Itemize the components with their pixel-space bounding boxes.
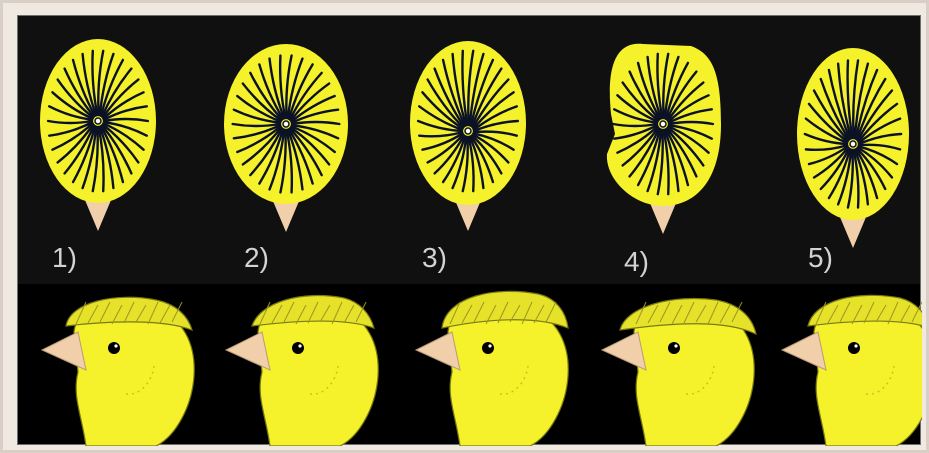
eye-highlight: [298, 344, 301, 347]
crest-top-view-3: [410, 41, 526, 231]
eye-icon: [108, 342, 120, 354]
head-shape: [258, 304, 378, 446]
label-5: 5): [808, 244, 833, 272]
eye-icon: [848, 342, 860, 354]
crest-top-view-5: [797, 48, 909, 248]
eye-icon: [482, 342, 494, 354]
crown-center: [283, 121, 289, 127]
label-4: 4): [624, 248, 649, 276]
head-side-view-5: [782, 295, 922, 446]
head-shape: [814, 304, 922, 446]
eye-icon: [292, 342, 304, 354]
figure-panel: 1) 2) 3) 4) 5): [17, 15, 921, 445]
eye-highlight: [114, 344, 117, 347]
label-2: 2): [244, 244, 269, 272]
beak-icon: [602, 332, 646, 370]
eye-icon: [668, 342, 680, 354]
crest-top-view-4: [607, 44, 721, 234]
head-side-view-4: [602, 298, 756, 446]
crown-center: [850, 141, 856, 147]
beak-icon: [42, 332, 86, 370]
head-side-view-2: [226, 296, 378, 446]
beak-icon: [782, 332, 826, 370]
eye-highlight: [854, 344, 857, 347]
crown-center: [465, 128, 471, 134]
crown-center: [95, 118, 101, 124]
beak-icon: [226, 332, 270, 370]
label-1: 1): [52, 244, 77, 272]
label-3: 3): [422, 244, 447, 272]
eye-highlight: [674, 344, 677, 347]
head-side-view-3: [416, 291, 568, 446]
crest-top-view-2: [224, 44, 348, 232]
figure-drawing: [18, 16, 922, 446]
head-shape: [448, 304, 568, 446]
head-side-view-1: [42, 297, 194, 446]
beak-icon: [416, 332, 460, 370]
eye-highlight: [488, 344, 491, 347]
crest-top-view-1: [40, 39, 156, 231]
crown-center: [660, 121, 666, 127]
